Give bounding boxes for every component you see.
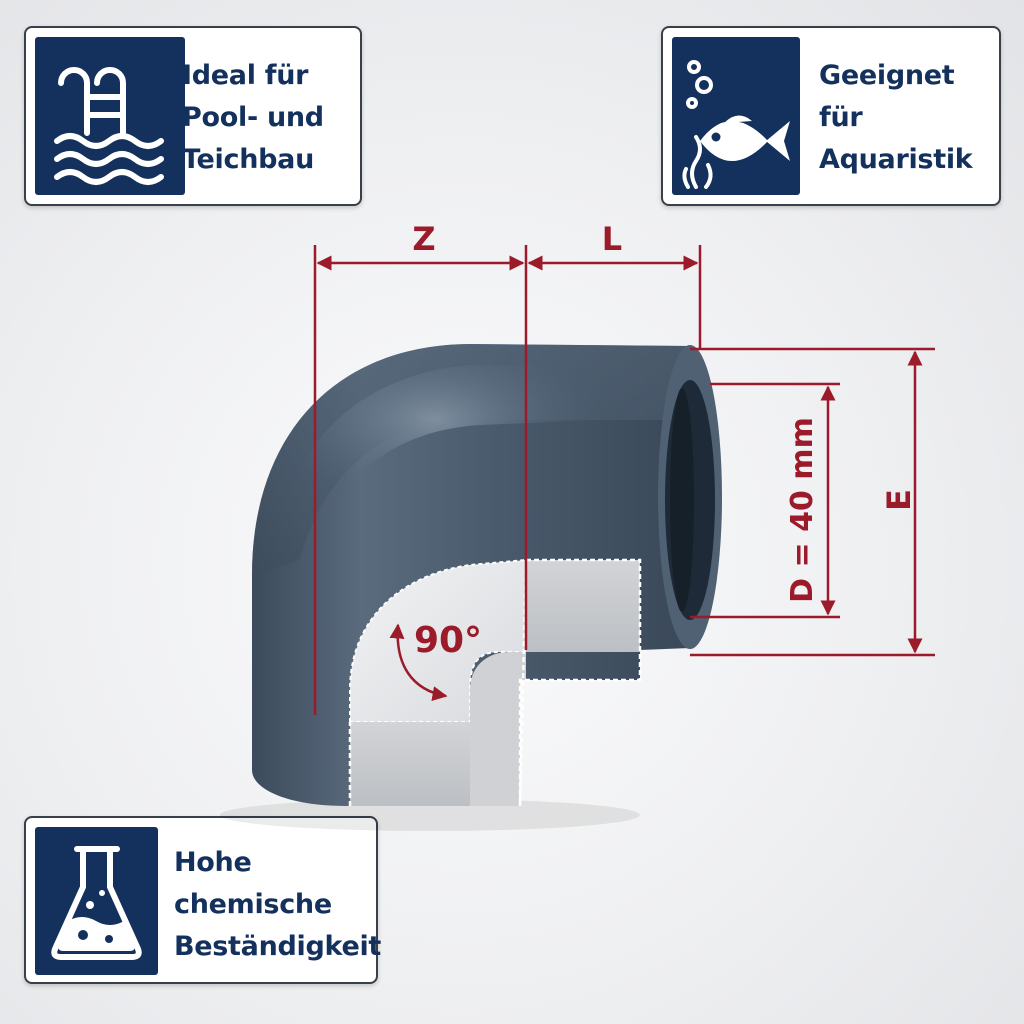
badge-line: Pool- und	[182, 102, 324, 133]
badge-pool-text: Ideal für Pool- und Teichbau	[182, 55, 324, 181]
angle-arc	[389, 623, 448, 702]
badge-line: chemische	[174, 889, 332, 920]
cutaway-wall-vertical	[350, 722, 470, 806]
floor-shadow	[220, 799, 640, 831]
badge-line: Ideal für	[182, 60, 309, 91]
badge-aqua-text: Geeignet für Aquaristik	[819, 55, 973, 181]
badge-line: Beständigkeit	[174, 931, 382, 962]
label-e: E	[880, 489, 918, 511]
badge-chemische-bestaendigkeit: Hohe chemische Beständigkeit	[24, 816, 381, 984]
label-angle: 90°	[414, 620, 482, 661]
badge-line: Aquaristik	[819, 144, 973, 175]
badge-line: Hohe	[174, 847, 252, 878]
pool-ladder-icon	[35, 37, 185, 195]
fish-icon	[672, 37, 800, 195]
badge-line: für	[819, 102, 863, 133]
badge-pool-teichbau: Ideal für Pool- und Teichbau	[24, 26, 362, 206]
badge-chem-text: Hohe chemische Beständigkeit	[174, 842, 381, 968]
cutaway-outline	[348, 558, 642, 807]
label-l: L	[602, 220, 622, 258]
socket-bore-inner	[670, 388, 694, 612]
flask-icon	[35, 827, 158, 975]
cutaway-inner-step	[470, 652, 526, 806]
label-z: Z	[412, 220, 435, 258]
badge-line: Teichbau	[182, 144, 314, 175]
cutaway-wall-horizontal	[526, 560, 640, 652]
badge-line: Geeignet	[819, 60, 955, 91]
label-d: D = 40 mm	[785, 417, 820, 603]
badge-aquaristik: Geeignet für Aquaristik	[661, 26, 1001, 206]
